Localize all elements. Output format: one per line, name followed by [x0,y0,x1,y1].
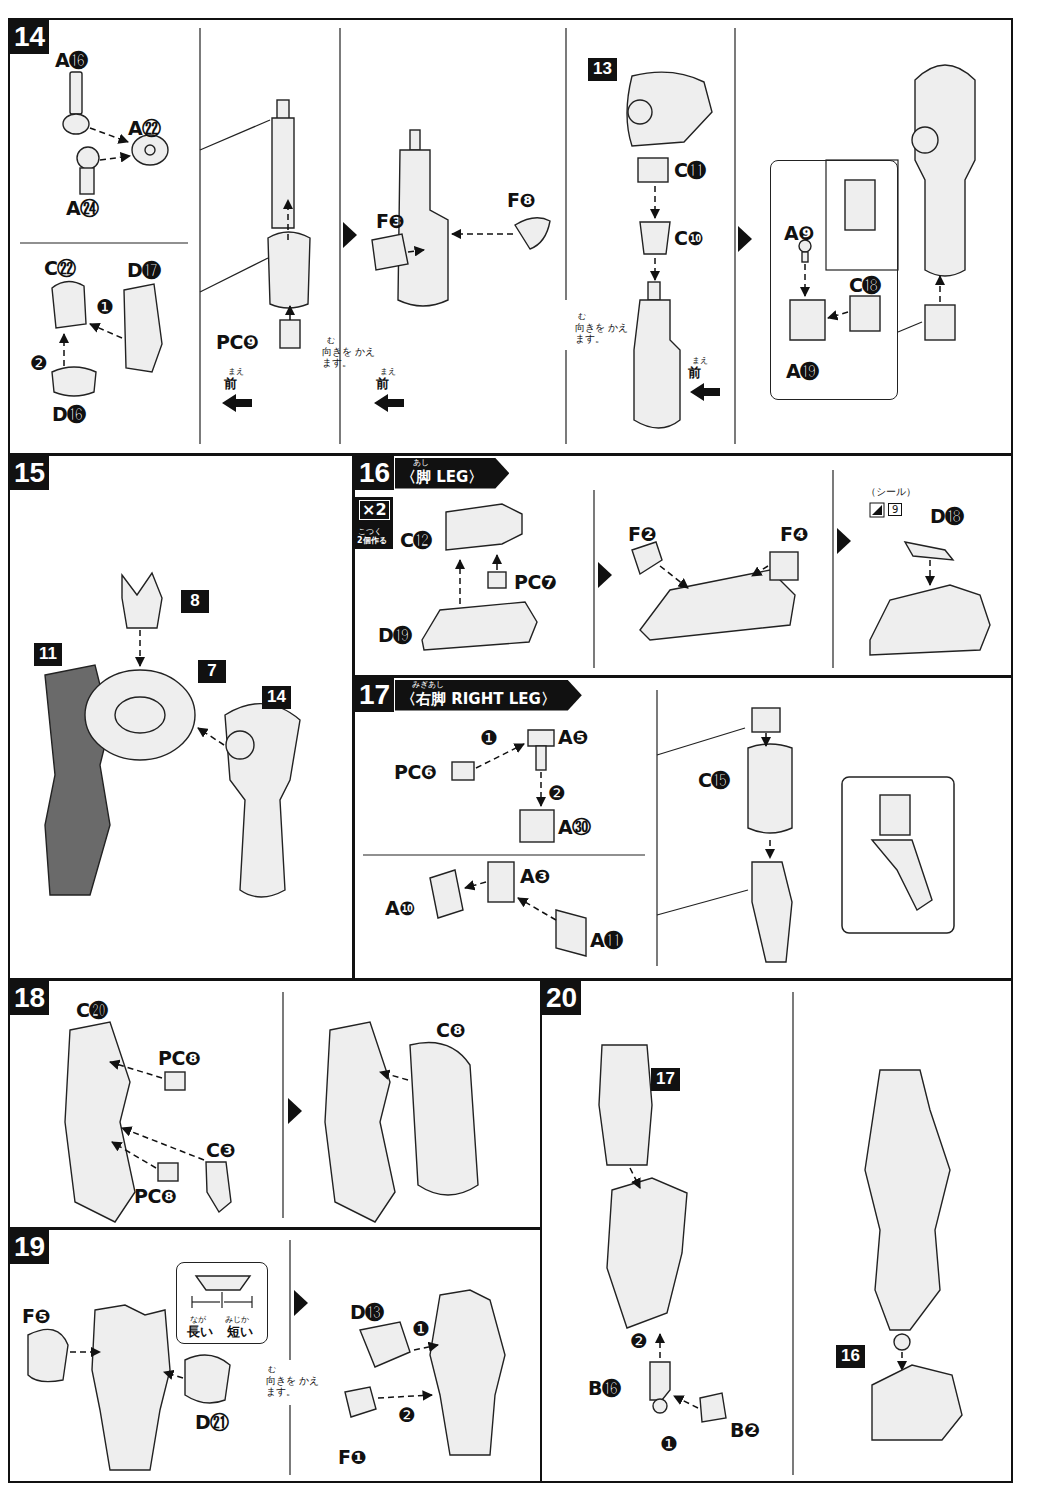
part-label: F❺ [22,1306,50,1327]
part-label: A❿ [385,898,415,919]
order-number: ❶ [660,1433,678,1455]
part-label: A❺ [558,727,588,748]
part-label: D㉑ [195,1412,229,1433]
step-reference: 16 [836,1345,865,1368]
step-reference: 17 [651,1068,680,1091]
part-label: B❷ [730,1420,760,1441]
part-label: PC❽ [158,1048,200,1069]
part-label: 短い [227,1325,253,1339]
note: 向きを かえます。 [266,1375,324,1397]
part-label: D⓰ [52,404,86,425]
part-label: F❹ [780,524,808,545]
step-number: 18 [10,981,49,1015]
step-reference: 7 [198,660,226,683]
furigana: まえ [692,357,708,366]
part-label: F❶ [338,1447,366,1468]
part-label: PC❾ [216,332,258,353]
repeat-note: 2個作る [357,537,387,546]
part-label: D⓲ [930,506,964,527]
part-label: B⓰ [588,1378,620,1399]
part-label: C❿ [674,228,703,249]
step-panel: 14A❾ C⓲ A⓳ [8,18,1013,455]
furigana: こつく [358,528,382,537]
part-label: F❸ [376,211,404,232]
part-label: A❾ [784,223,814,244]
part-label: C⓬ [400,530,432,551]
furigana: む [578,313,586,322]
part-label: F❽ [507,190,535,211]
sticker-note: （シール） [866,486,916,497]
order-number: ❶ [412,1318,430,1340]
furigana: あし [413,459,429,468]
part-label: A⓳ [786,361,819,382]
step-number: 16 [355,456,394,490]
order-number: ❶ [96,296,114,318]
furigana: みじか [225,1316,249,1325]
direction-label: 前 [376,377,389,391]
furigana: む [327,337,335,346]
part-label: C㉒ [44,258,76,279]
step-panel: 19 長い短い [8,1228,542,1483]
order-number: ❷ [548,782,566,804]
order-number: ❶ [480,727,498,749]
part-label: A㉚ [558,817,591,838]
step-panel: 17〈右脚 RIGHT LEG〉 [353,676,1013,980]
step-number: 17 [355,678,394,712]
step-panel: 20 [540,979,1013,1483]
part-label: D⓭ [350,1302,384,1323]
furigana: まえ [228,368,244,377]
part-label: A㉒ [128,118,161,139]
detail-box: 長い短い [176,1262,268,1344]
repeat-box: ×2 2個作る [355,497,393,549]
step-number: 19 [10,1230,49,1264]
part-label: D⓳ [378,625,412,646]
step-panel: 15 [8,454,354,980]
step-heading: 〈脚 LEG〉 [395,458,509,489]
part-label: C⓯ [698,770,730,791]
furigana: なが [190,1316,206,1325]
furigana: む [268,1366,276,1375]
order-number: ❷ [398,1404,416,1426]
note: 向きを かえます。 [322,346,380,368]
step-reference: 13 [588,58,617,81]
step-number: 20 [542,981,581,1015]
part-label: A⓫ [590,930,623,951]
part-label: C⓲ [849,275,881,296]
part-label: D⓱ [127,260,161,281]
step-reference: 11 [34,643,62,666]
furigana: まえ [380,368,396,377]
direction-label: 前 [688,366,701,380]
part-label: C❽ [436,1020,465,1041]
part-label: PC❼ [514,572,556,593]
part-label: C❸ [206,1140,235,1161]
order-number: ❷ [30,352,48,374]
part-label: A❸ [520,866,550,887]
part-label: C⓴ [76,1000,108,1021]
step-number: 15 [10,456,49,490]
step-reference: 14 [262,686,291,709]
furigana: みぎあし [412,681,444,690]
part-label: PC❽ [134,1186,176,1207]
sticker-number: 9 [888,503,902,516]
detail-box: A❾ C⓲ A⓳ [770,160,898,400]
part-label: C⓫ [674,160,706,181]
part-label: PC❻ [394,762,436,783]
part-label: A⓰ [55,50,88,71]
repeat-note: ×2 [359,500,390,520]
direction-label: 前 [224,377,237,391]
step-reference: 8 [181,590,209,613]
part-label: 長い [187,1325,213,1339]
part-label: A㉔ [66,198,99,219]
order-number: ❷ [630,1330,648,1352]
step-number: 14 [10,20,49,54]
note: 向きを かえます。 [575,322,633,344]
part-label: F❷ [628,524,656,545]
